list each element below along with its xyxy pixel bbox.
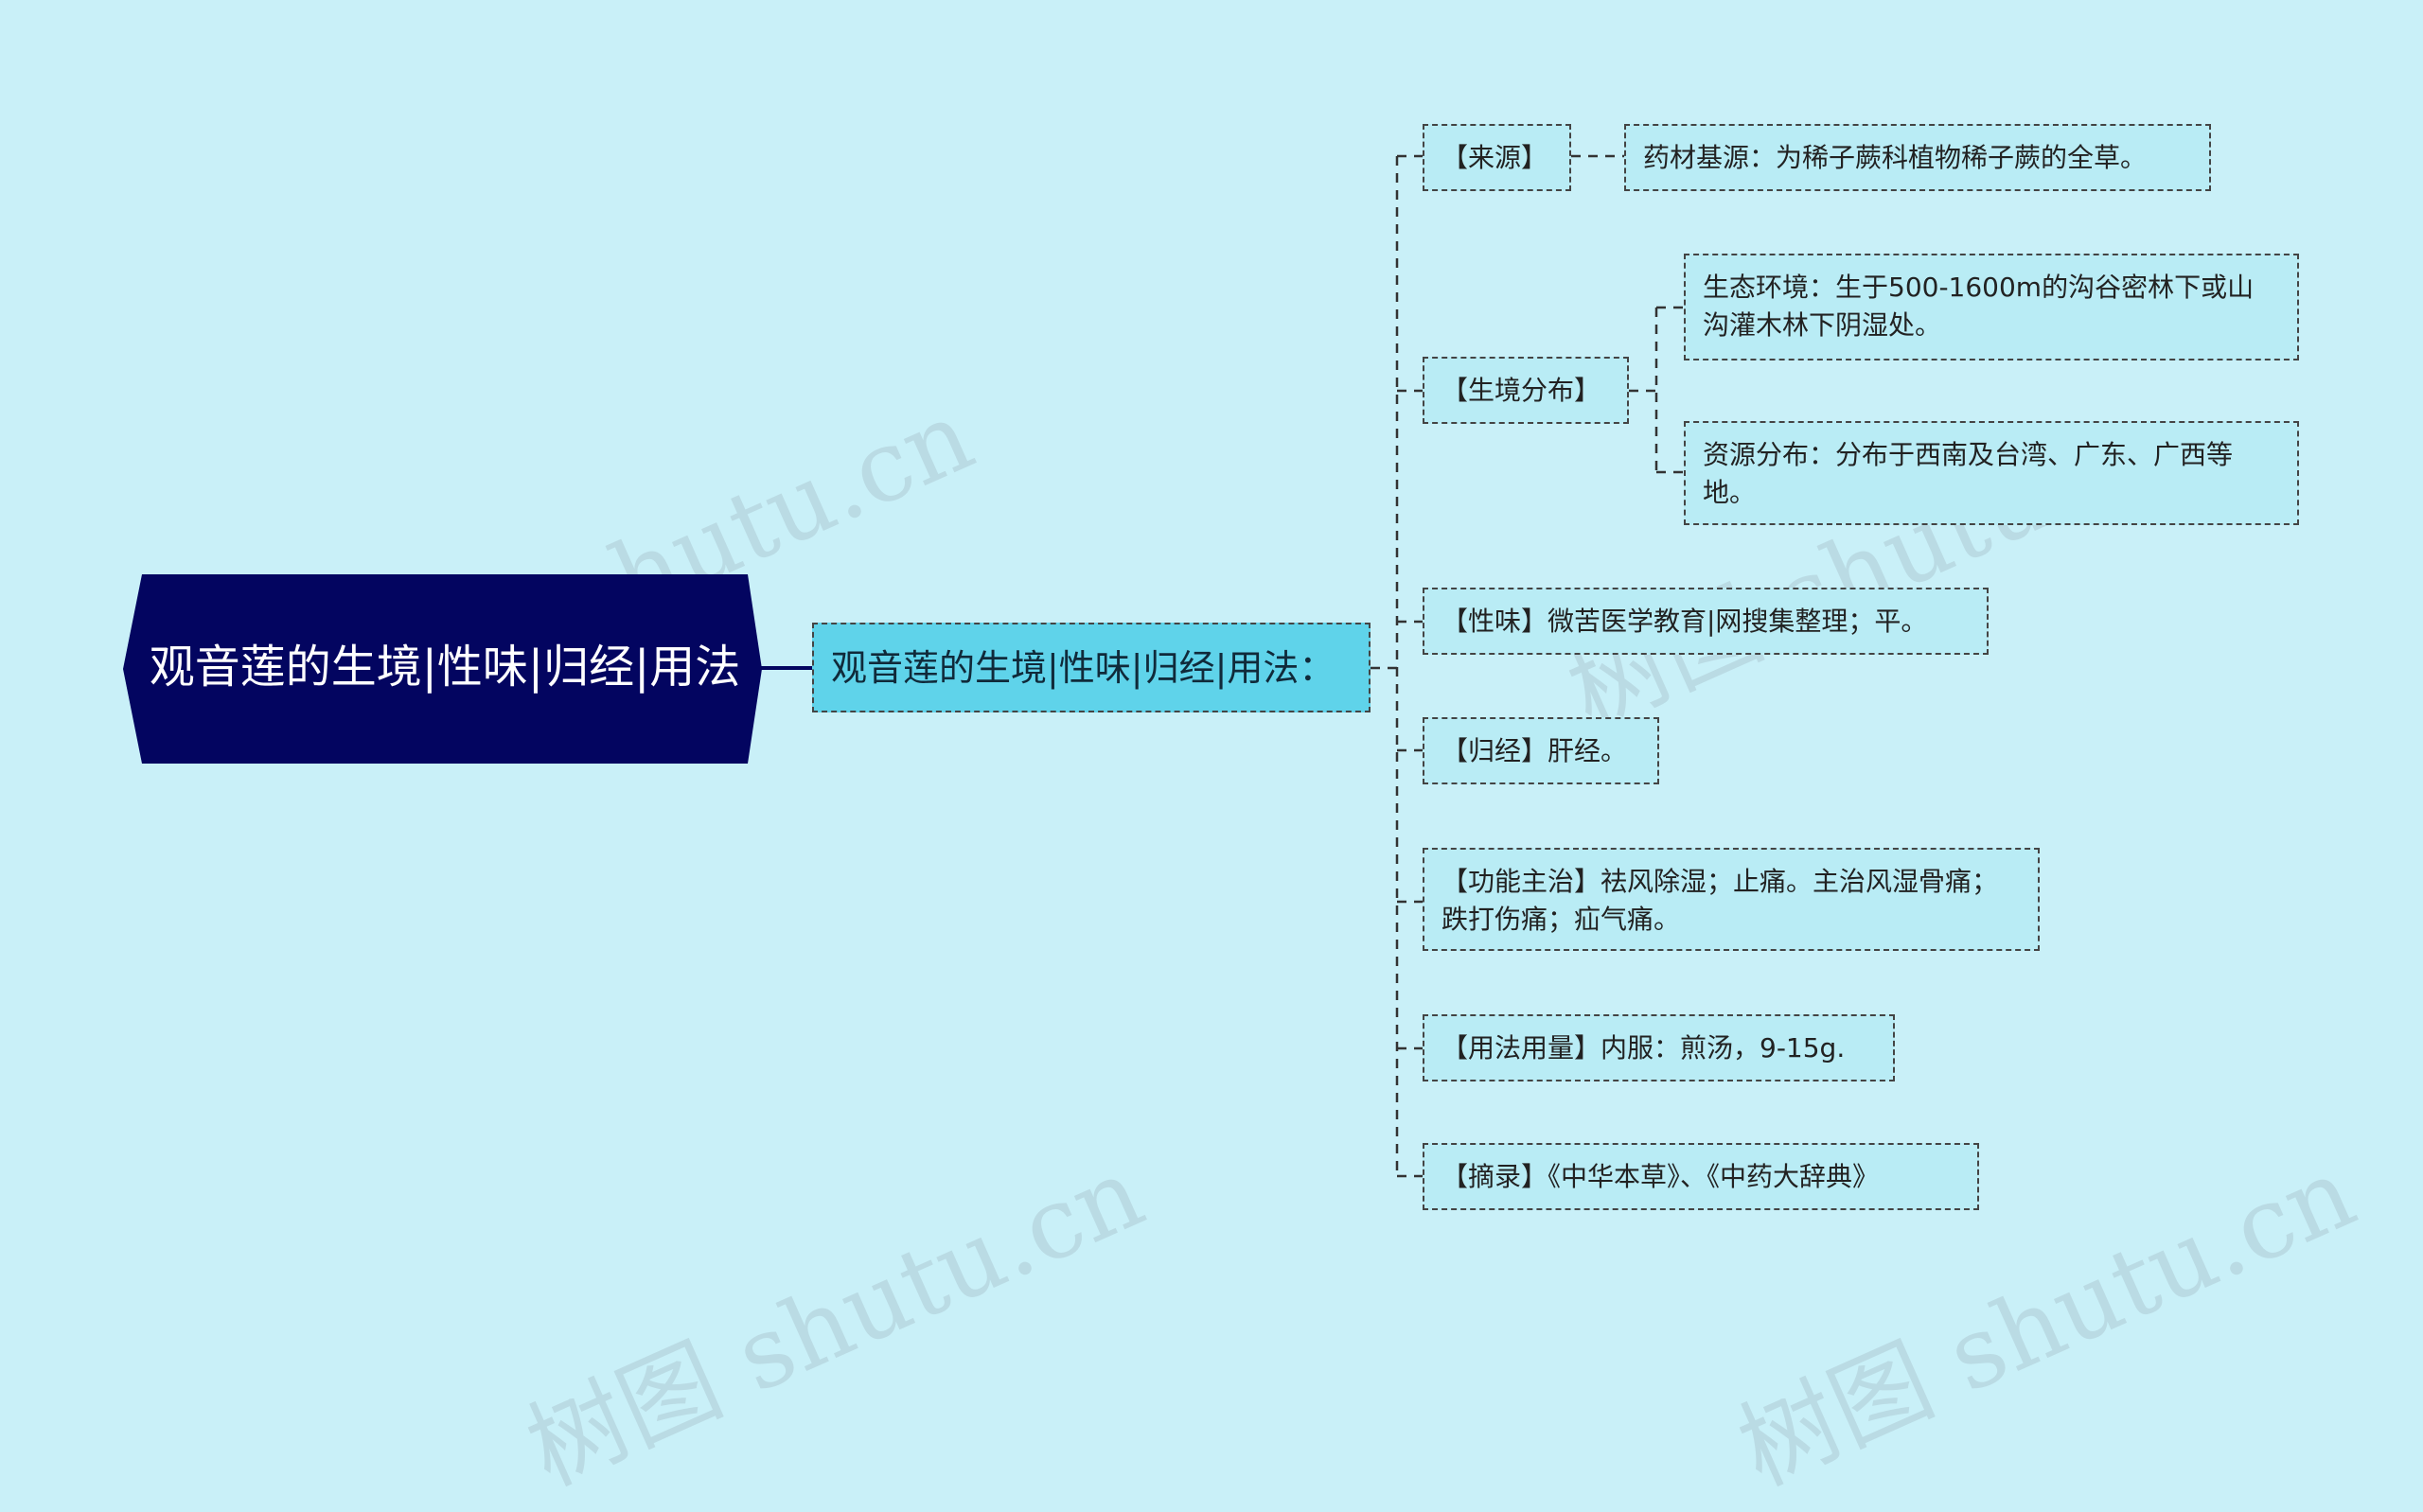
connector-lines — [760, 154, 1684, 1178]
branch-functions[interactable]: 【功能主治】祛风除湿；止痛。主治风湿骨痛；跌打伤痛；疝气痛。 — [1423, 848, 2040, 951]
leaf-habitat-environment[interactable]: 生态环境：生于500-1600m的沟谷密林下或山沟灌木林下阴湿处。 — [1684, 254, 2299, 360]
center-node[interactable]: 观音莲的生境|性味|归经|用法： — [812, 623, 1371, 712]
branch-habitat[interactable]: 【生境分布】 — [1423, 357, 1629, 424]
mind-map: 树图 shutu.cn 树图 shutu.cn 树图 shutu.cn 树图 s… — [123, 124, 2371, 1507]
branch-nature-flavor[interactable]: 【性味】微苦医学教育|网搜集整理；平。 — [1423, 588, 1989, 655]
root-node-shape — [123, 574, 762, 764]
leaf-source-origin[interactable]: 药材基源：为稀子蕨科植物稀子蕨的全草。 — [1624, 124, 2211, 191]
branch-excerpt[interactable]: 【摘录】《中华本草》、《中药大辞典》 — [1423, 1143, 1979, 1210]
branch-dosage[interactable]: 【用法用量】内服：煎汤，9-15g. — [1423, 1014, 1895, 1081]
root-node[interactable]: 观音莲的生境|性味|归经|用法 — [149, 641, 741, 694]
leaf-habitat-distribution[interactable]: 资源分布：分布于西南及台湾、广东、广西等地。 — [1684, 421, 2299, 525]
branch-source[interactable]: 【来源】 — [1423, 124, 1571, 191]
branch-meridian[interactable]: 【归经】肝经。 — [1423, 717, 1659, 784]
